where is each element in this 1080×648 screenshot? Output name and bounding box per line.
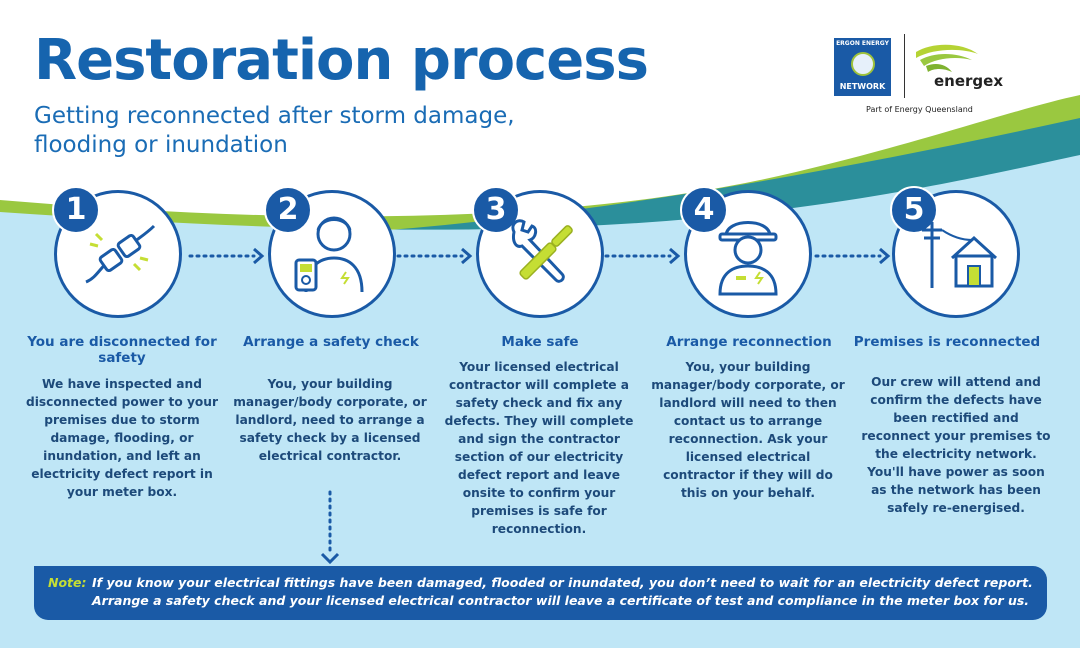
step-3-body: Your licensed electrical contractor will… — [444, 360, 634, 536]
ergon-network-logo: ERGON ENERGY NETWORK — [834, 38, 891, 96]
ergon-network-label: NETWORK — [839, 82, 886, 91]
step-2-title: Arrange a safety check — [243, 334, 419, 350]
step-3-to-4-arrow — [604, 247, 681, 265]
logo-area: ERGON ENERGY NETWORK energex Part of Ene… — [834, 30, 1034, 120]
page-title: Restoration process — [34, 28, 649, 93]
ergon-globe-icon — [851, 52, 875, 76]
step-2-number: 2 — [264, 186, 312, 234]
unplugged-plug-icon — [85, 224, 156, 284]
note-text-line-2: Arrange a safety check and your licensed… — [92, 593, 1030, 608]
energex-logo-text: energex — [934, 72, 1004, 90]
note-box: Note: If you know your electrical fittin… — [34, 566, 1047, 620]
energex-swirl-icon — [916, 44, 978, 72]
ergon-logo-text: ERGON ENERGY — [836, 40, 889, 47]
step-2-to-3-arrow — [396, 247, 473, 265]
step-1-number: 1 — [52, 186, 100, 234]
step-2-to-note-arrow — [320, 490, 340, 565]
step-1-title: You are disconnected for safety — [27, 334, 217, 366]
step-3-title: Make safe — [501, 334, 579, 350]
note-label: Note: — [48, 575, 87, 590]
logo-divider — [904, 34, 905, 98]
step-5-number: 5 — [890, 186, 938, 234]
step-1-to-2-arrow — [188, 247, 265, 265]
step-1-body: We have inspected and disconnected power… — [26, 377, 218, 499]
step-4-title: Arrange reconnection — [666, 334, 832, 350]
light-blue-band — [0, 155, 1080, 648]
step-4-number: 4 — [680, 186, 728, 234]
logo-caption: Part of Energy Queensland — [866, 105, 973, 114]
electrician-multimeter-icon — [294, 216, 364, 293]
step-4-to-5-arrow — [814, 247, 891, 265]
page-subtitle: Getting reconnected after storm damage, … — [34, 103, 515, 158]
step-5-title: Premises is reconnected — [853, 334, 1041, 350]
step-4-body: You, your building manager/body corporat… — [651, 360, 845, 500]
crew-worker-hardhat-icon — [718, 221, 778, 296]
step-5-body: Our crew will attend and confirm the def… — [861, 375, 1051, 515]
house-powerline-icon — [922, 222, 998, 288]
wrench-screwdriver-icon — [511, 219, 573, 283]
note-text-line-1: If you know your electrical fittings hav… — [92, 575, 1033, 590]
step-2-body: You, your building manager/body corporat… — [233, 377, 427, 463]
